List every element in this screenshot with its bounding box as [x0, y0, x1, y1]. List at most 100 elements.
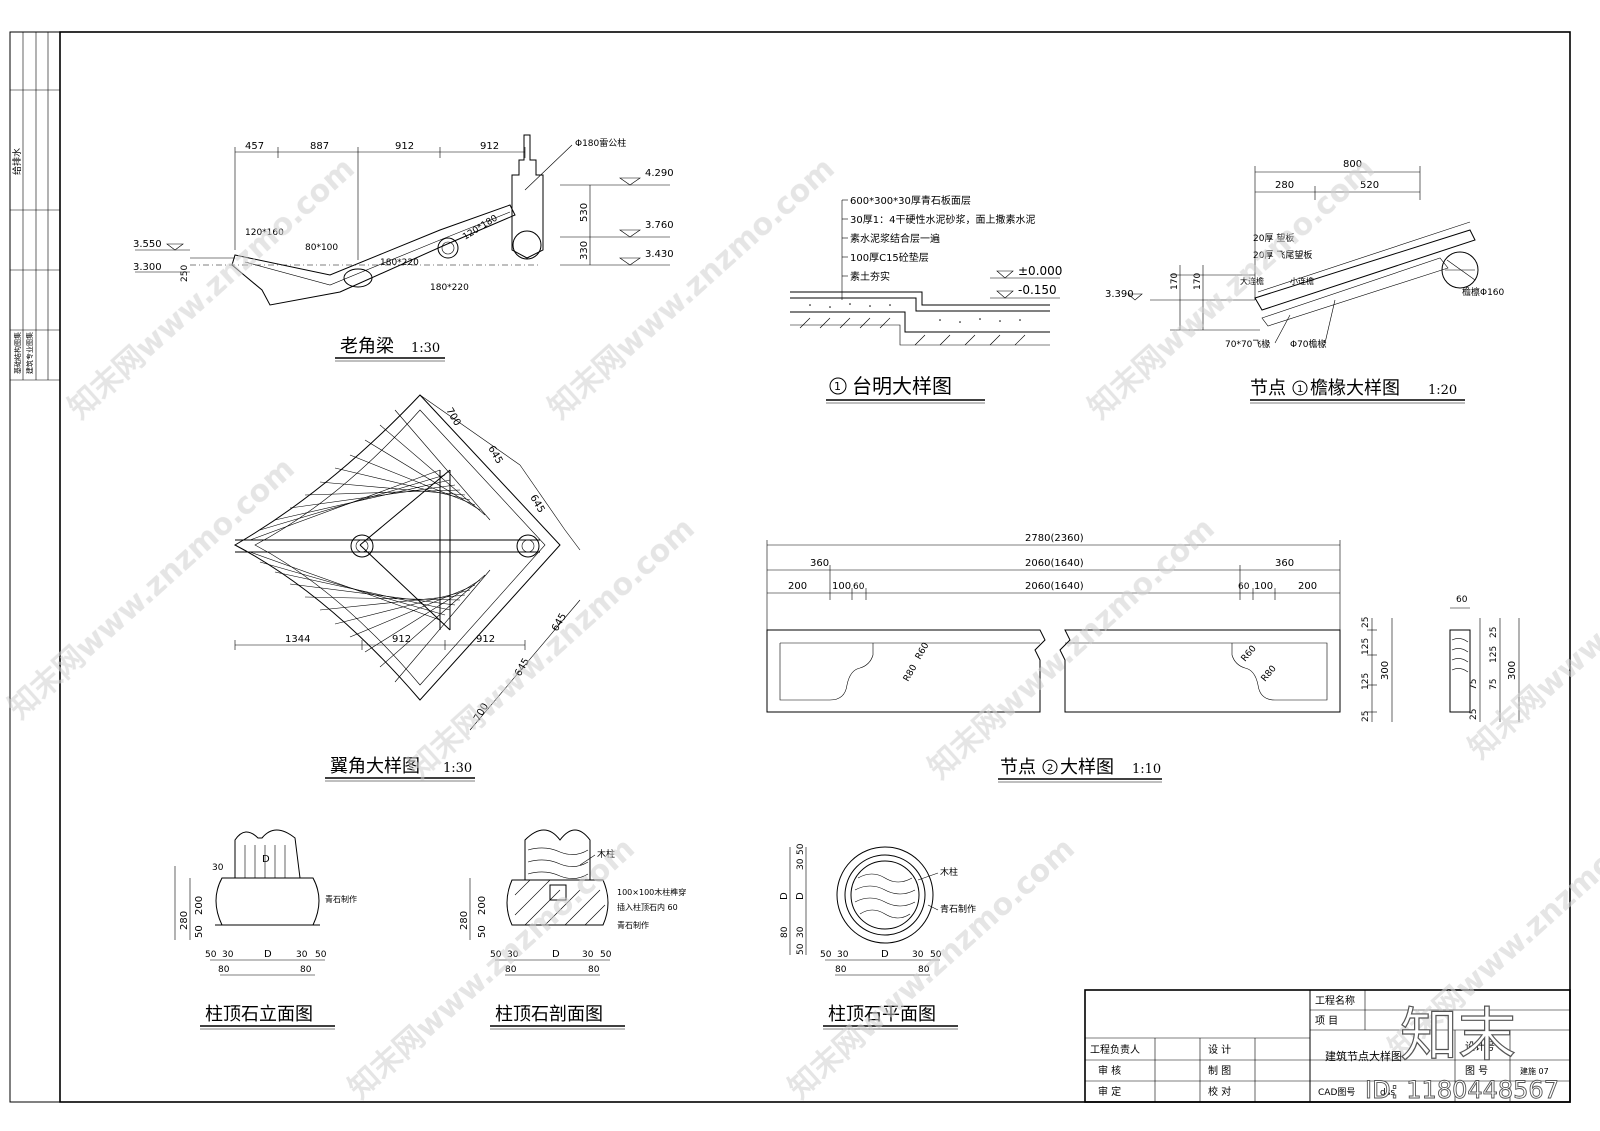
dim-645b: 645 [527, 493, 546, 515]
title-zhudingshi-plan: 柱顶石平面图 [828, 1004, 936, 1025]
drawing-zhudingshi-pm: 280 200 50 木柱 100×100木柱榫穿 插入柱顶石内 60 青石制作… [459, 829, 686, 1030]
label-120x160: 120*160 [245, 228, 284, 238]
sec-dim-25b: 25 [1469, 709, 1479, 720]
level-000: ±0.000 [1018, 264, 1062, 278]
dim-360-left: 360 [810, 558, 829, 569]
dim-100-left: 100 [832, 581, 851, 592]
side-dim-300: 300 [1380, 661, 1391, 680]
side-label-3: 建筑专业图集 [25, 332, 34, 374]
dim-h80b-lm: 80 [300, 965, 312, 975]
dim-50-pm: 50 [477, 925, 488, 938]
dim-60-left: 60 [853, 582, 865, 592]
dim-h30b-pm: 30 [582, 950, 594, 960]
side-label-1: 给排水 [11, 148, 23, 175]
label-dalianyan: 大连檐 [1240, 276, 1264, 286]
wm-site-9: 知末网www.znzmo.com [782, 831, 1082, 1106]
dim-887: 887 [310, 141, 329, 152]
dim-200-right: 200 [1298, 581, 1317, 592]
wm-logo: 知末 [1400, 1001, 1516, 1069]
sec-dim-75a: 75 [1469, 679, 1479, 690]
sec-dim-125: 125 [1489, 646, 1499, 663]
label-xiaolianyan: 小连檐 [1290, 276, 1314, 286]
dim-h50a-plan: 50 [820, 950, 832, 960]
dim-h80b-pm: 80 [588, 965, 600, 975]
dim-v30a-plan: 30 [796, 858, 806, 870]
wm-id: ID: 1180448567 [1365, 1076, 1559, 1104]
tb-project: 项 目 [1315, 1015, 1338, 1027]
dim-h80b-plan: 80 [918, 965, 930, 975]
dim-hD-pm: D [552, 949, 560, 960]
dim-2060b: 2060(1640) [1025, 581, 1084, 592]
label-sun-pm: 100×100木柱榫穿 [617, 887, 686, 897]
tb-row-1: 工程负责人 [1090, 1043, 1140, 1056]
wm-site-4: 知末网www.znzmo.com [2, 451, 302, 726]
dim-v30b-plan: 30 [796, 926, 806, 938]
dim-h30b-plan: 30 [912, 950, 924, 960]
level-4290: 4.290 [645, 168, 674, 179]
sec-dim-60: 60 [1456, 595, 1468, 605]
wm-site-2: 知末网www.znzmo.com [542, 151, 842, 426]
sec-dim-300: 300 [1507, 661, 1518, 680]
side-dim-25a: 25 [1361, 617, 1371, 628]
dim-h30b-lm: 30 [296, 950, 308, 960]
layer-5: 素土夯实 [850, 270, 890, 283]
dim-360-right: 360 [1275, 558, 1294, 569]
tb-design-no-label: 设计号 [1465, 1040, 1495, 1053]
d-lm: D [262, 854, 270, 865]
label-muzhu-plan: 木柱 [940, 866, 958, 878]
wm-site-1: 知末网www.znzmo.com [62, 151, 362, 426]
dim-v50b-plan: 50 [796, 943, 806, 955]
label-qingshi-plan: 青石制作 [940, 903, 976, 915]
dim-330: 330 [579, 241, 590, 260]
marker-jiedian2: 2 [1047, 763, 1053, 774]
dim-520: 520 [1360, 180, 1379, 191]
scale-jiedian2: 1:10 [1132, 762, 1161, 777]
dim-2060a: 2060(1640) [1025, 558, 1084, 569]
tb-project-name: 工程名称 [1315, 994, 1355, 1007]
drawing-yijiao: 700 645 645 [233, 394, 581, 782]
dim-280-pm: 280 [459, 911, 470, 930]
title-zhudingshi-lm: 柱顶石立面图 [205, 1004, 313, 1025]
tb-row-2: 审 核 [1098, 1064, 1121, 1077]
dim-200-pm: 200 [477, 896, 488, 915]
marker-jiedian1: 1 [1297, 384, 1303, 395]
dim-200-left: 200 [788, 581, 807, 592]
title-zhudingshi-pm: 柱顶石剖面图 [495, 1004, 603, 1025]
level-0150: -0.150 [1018, 283, 1057, 297]
dim-v50a-plan: 50 [796, 843, 806, 855]
scale-yijiao: 1:30 [443, 761, 472, 776]
side-strip: 给排水 基础结构图集 建筑专业图集 [10, 31, 60, 381]
dim-h80a-pm: 80 [505, 965, 517, 975]
layer-1: 600*300*30厚青石板面层 [850, 194, 971, 207]
radius-r80-left: R80 [902, 663, 920, 684]
dim-h50b-pm: 50 [600, 950, 612, 960]
sheet-border-inner [59, 31, 1571, 1103]
label-180x220b: 180*220 [430, 283, 469, 293]
dim-50-lm: 50 [194, 925, 205, 938]
level-3390: 3.390 [1105, 289, 1134, 300]
title-laojiaoliang: 老角梁 [340, 336, 394, 357]
label-qingshi-pm: 青石制作 [617, 920, 649, 930]
side-dim-25b: 25 [1361, 711, 1371, 722]
wm-site-6: 知末网www.znzmo.com [922, 511, 1222, 786]
dim-h50a-pm: 50 [490, 950, 502, 960]
drawing-laojiaoliang: 457 887 912 912 4.290 3.760 3.430 530 33… [133, 134, 674, 362]
dim-h80a-lm: 80 [218, 965, 230, 975]
layer-3: 素水泥浆结合层一遍 [850, 232, 940, 245]
dim-30-lm: 30 [212, 863, 224, 873]
level-3550: 3.550 [133, 239, 162, 250]
dim-h50a-lm: 50 [205, 950, 217, 960]
dim-vD2-plan: D [795, 892, 806, 900]
dim-hD-plan: D [881, 949, 889, 960]
level-3300: 3.300 [133, 262, 162, 273]
label-phi180: Φ180雷公柱 [575, 137, 626, 149]
layer-4: 100厚C15砼垫层 [850, 251, 929, 264]
side-dim-125b: 125 [1361, 673, 1371, 690]
dim-457: 457 [245, 141, 264, 152]
layer-2: 30厚1：4干硬性水泥砂浆，面上撒素水泥 [850, 213, 1035, 226]
dim-2780: 2780(2360) [1025, 533, 1084, 544]
dim-h80a-plan: 80 [835, 965, 847, 975]
dim-100-right: 100 [1254, 581, 1273, 592]
dim-912b: 912 [476, 634, 495, 645]
